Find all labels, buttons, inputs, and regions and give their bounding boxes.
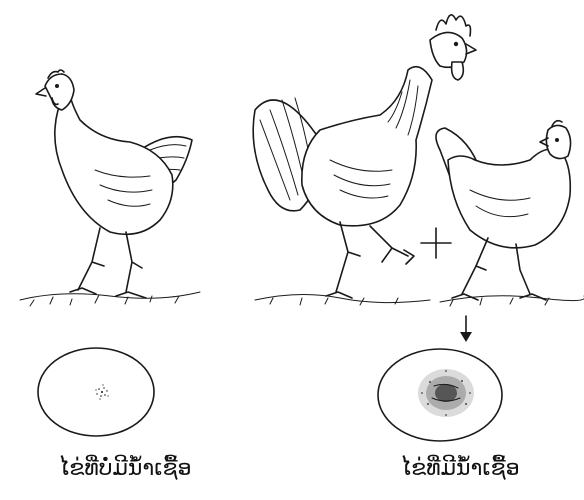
hen-left [20, 70, 200, 306]
germinal-disc-large [418, 369, 474, 417]
rooster [253, 15, 476, 305]
down-arrow-icon [460, 316, 472, 342]
unfertilized-egg [38, 348, 154, 436]
germinal-disc-small [95, 384, 108, 399]
caption-unfertilized-egg: ໄຂ່ທີ່ບໍ່ມີນ້ຳເຊື້ອ [40, 456, 210, 481]
fertilized-egg [378, 349, 502, 441]
caption-fertilized-egg: ໄຂ່ທີ່ມີນ້ຳເຊື້ອ [365, 456, 555, 481]
plus-icon [421, 228, 451, 258]
hen-right [436, 121, 584, 306]
